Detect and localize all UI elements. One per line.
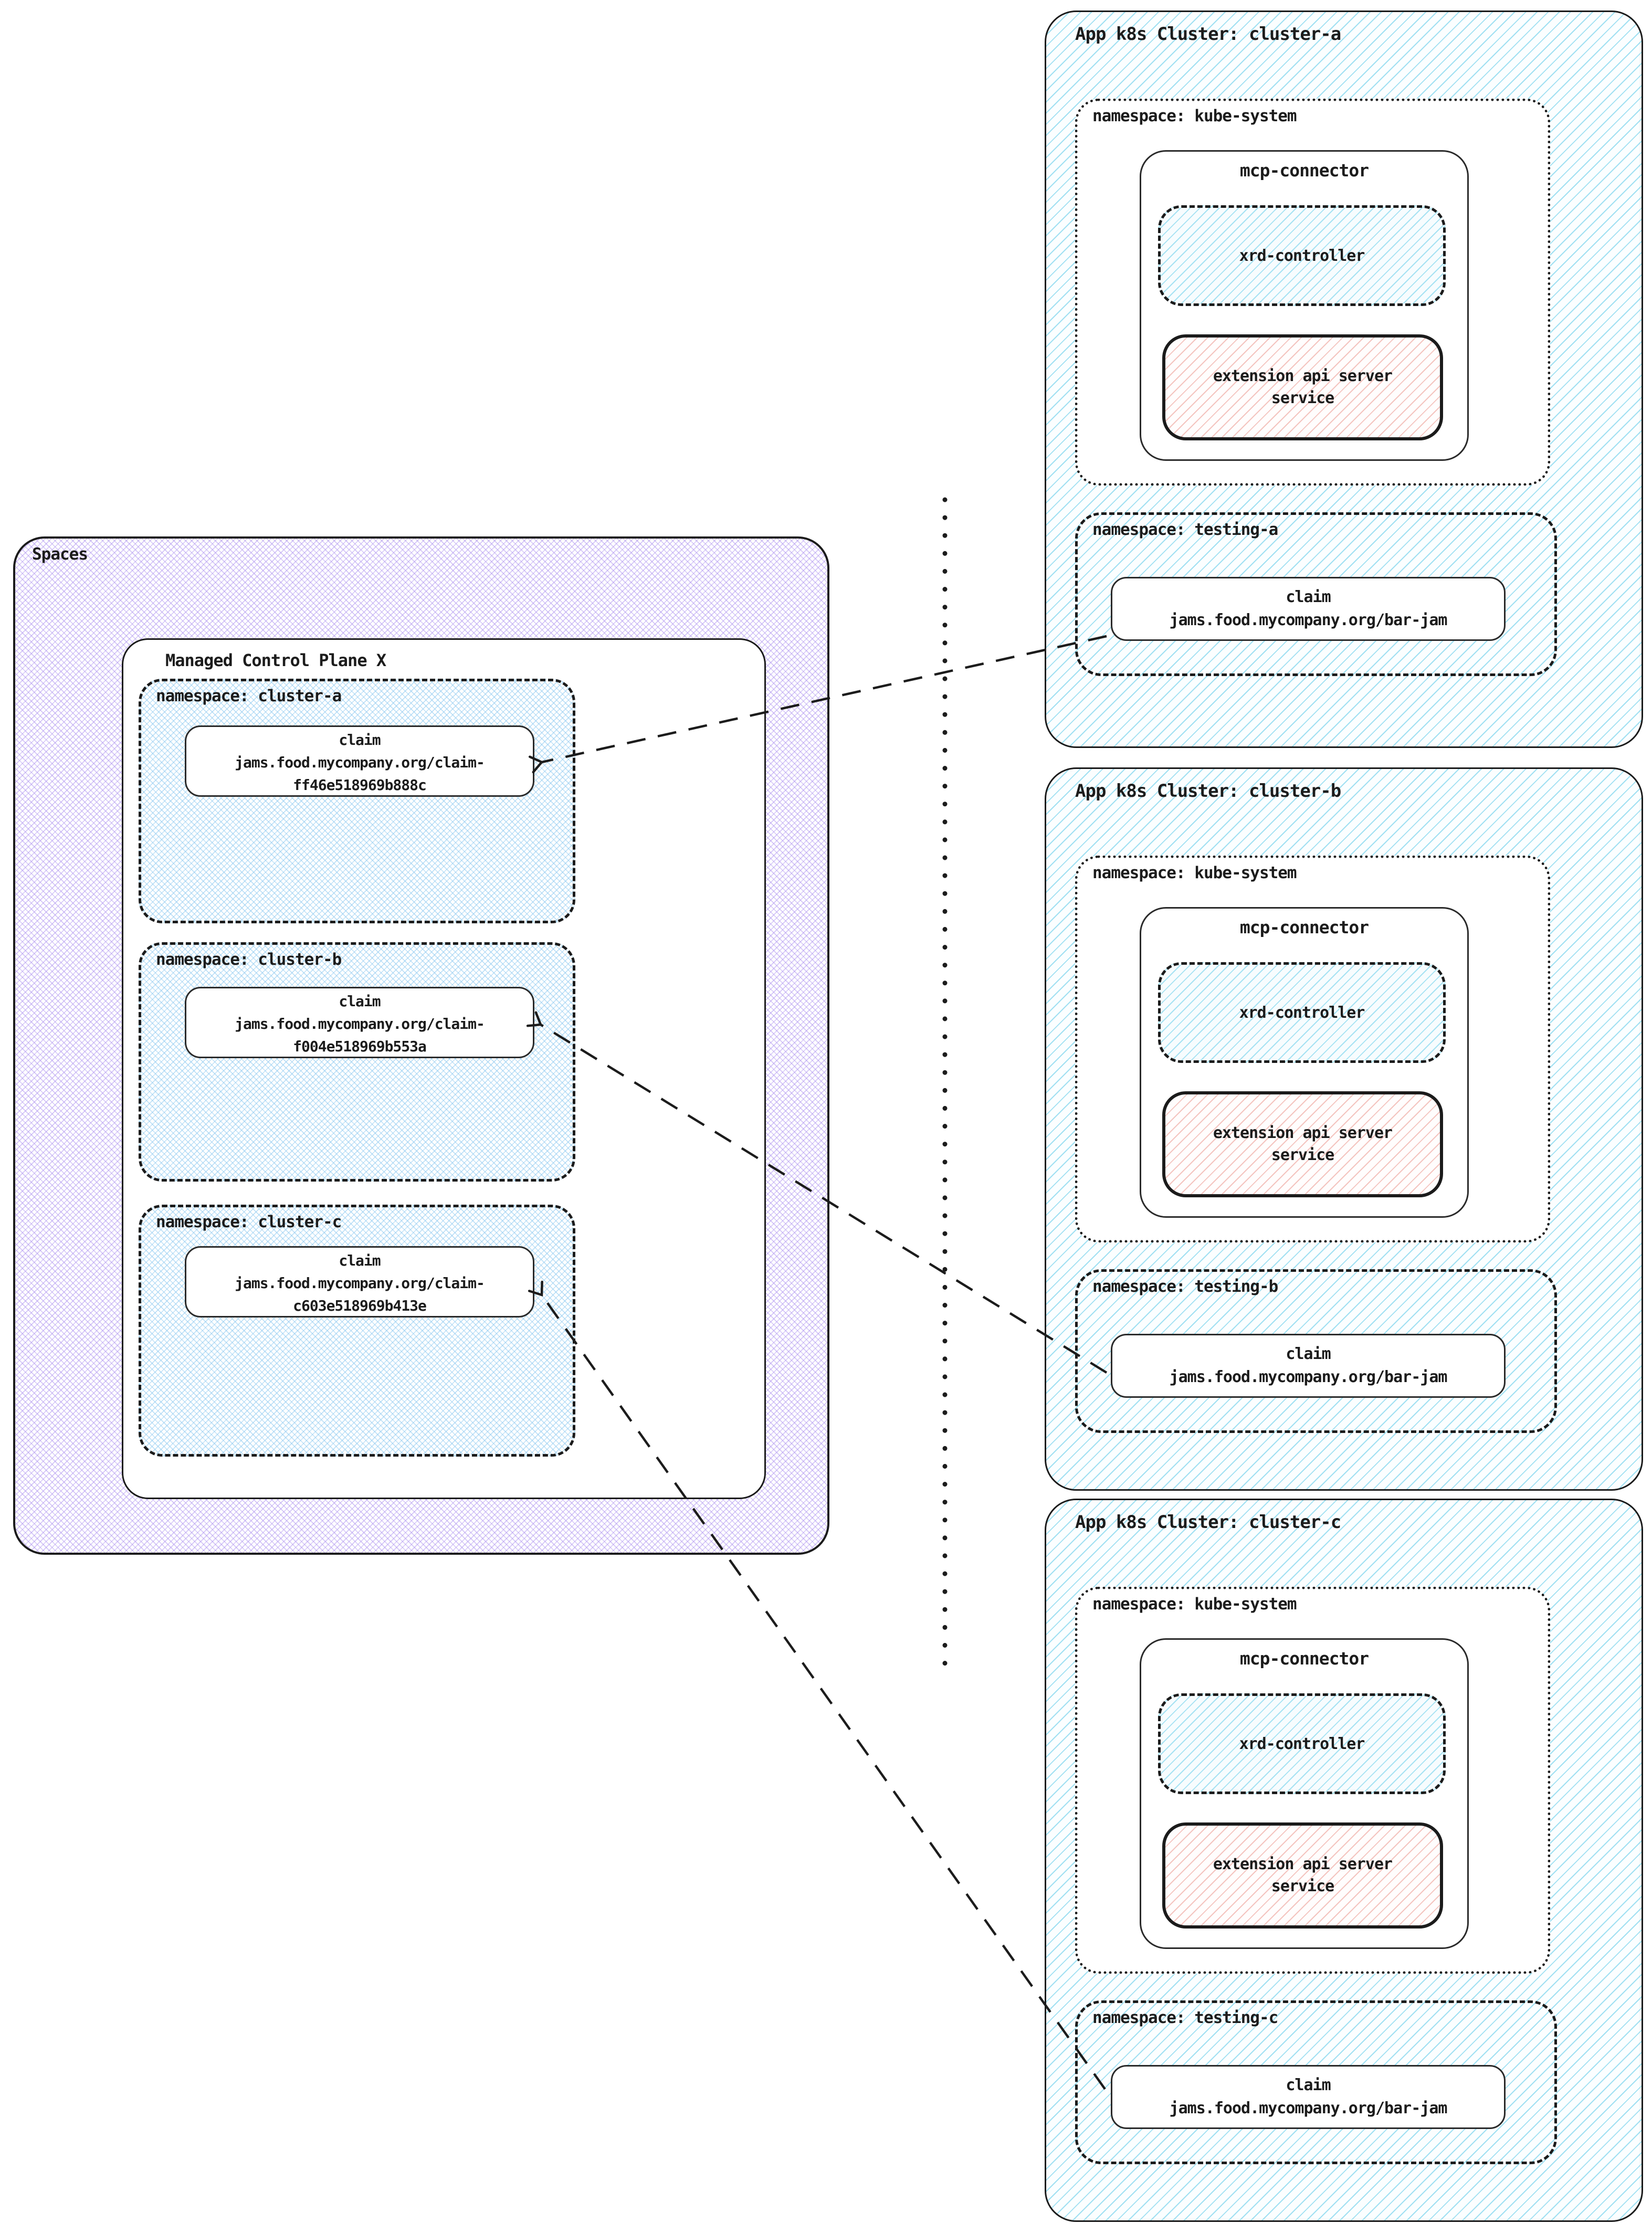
kube-system-namespace-label: namespace: kube-system (1092, 863, 1297, 882)
claim-line1: jams.food.mycompany.org/claim- (235, 1274, 485, 1292)
mcp-connector-box-b: mcp-connector xrd-controller extension a… (1140, 907, 1469, 1218)
mcp-connector-box-a: mcp-connector xrd-controller extension a… (1140, 150, 1469, 461)
claim-box-testing-c: claim jams.food.mycompany.org/bar-jam (1111, 2065, 1506, 2129)
extension-api-server-box-a: extension api server service (1162, 334, 1443, 440)
mcp-connector-label: mcp-connector (1239, 160, 1369, 181)
extension-api-server-box-b: extension api server service (1162, 1091, 1443, 1197)
app-cluster-a-title: App k8s Cluster: cluster-a (1075, 24, 1341, 45)
claim-box-cluster-b: claim jams.food.mycompany.org/claim- f00… (185, 987, 534, 1058)
claim-body: jams.food.mycompany.org/bar-jam (1169, 1368, 1448, 1386)
kube-system-namespace-box-a: namespace: kube-system mcp-connector xrd… (1075, 99, 1550, 486)
claim-title: claim (339, 1252, 381, 1269)
xrd-controller-label: xrd-controller (1239, 1003, 1365, 1022)
namespace-cluster-a-box: namespace: cluster-a claim jams.food.myc… (139, 679, 575, 923)
claim-title: claim (1286, 2076, 1331, 2094)
app-cluster-b-title: App k8s Cluster: cluster-b (1075, 781, 1341, 802)
app-cluster-b-box: App k8s Cluster: cluster-b namespace: ku… (1045, 767, 1643, 1491)
claim-box-cluster-a: claim jams.food.mycompany.org/claim- ff4… (185, 725, 534, 797)
spaces-box: Spaces Managed Control Plane X namespace… (13, 536, 829, 1555)
extension-api-server-line1: extension api server (1213, 1855, 1393, 1873)
namespace-cluster-c-box: namespace: cluster-c claim jams.food.myc… (139, 1205, 575, 1457)
claim-line2: f004e518969b553a (293, 1038, 427, 1055)
extension-api-server-box-c: extension api server service (1162, 1822, 1443, 1929)
claim-line2: ff46e518969b888c (293, 776, 427, 794)
testing-a-namespace-box: namespace: testing-a claim jams.food.myc… (1075, 512, 1557, 676)
spaces-label: Spaces (32, 545, 88, 564)
testing-c-namespace-box: namespace: testing-c claim jams.food.myc… (1075, 2000, 1557, 2164)
claim-title: claim (1286, 588, 1331, 606)
claim-title: claim (1286, 1345, 1331, 1363)
claim-box-cluster-c: claim jams.food.mycompany.org/claim- c60… (185, 1246, 534, 1318)
kube-system-namespace-label: namespace: kube-system (1092, 107, 1297, 125)
claim-line1: jams.food.mycompany.org/claim- (235, 754, 485, 771)
namespace-cluster-c-label: namespace: cluster-c (156, 1213, 342, 1231)
testing-b-namespace-box: namespace: testing-b claim jams.food.myc… (1075, 1269, 1557, 1433)
claim-body: jams.food.mycompany.org/bar-jam (1169, 2099, 1448, 2117)
app-cluster-a-box: App k8s Cluster: cluster-a namespace: ku… (1045, 10, 1643, 748)
claim-line2: c603e518969b413e (293, 1297, 427, 1314)
managed-control-plane-label: Managed Control Plane X (165, 650, 386, 670)
claim-body: jams.food.mycompany.org/bar-jam (1169, 611, 1448, 629)
claim-line1: jams.food.mycompany.org/claim- (235, 1015, 485, 1032)
extension-api-server-line1: extension api server (1213, 1124, 1393, 1142)
testing-b-namespace-label: namespace: testing-b (1092, 1277, 1278, 1296)
namespace-cluster-b-box: namespace: cluster-b claim jams.food.myc… (139, 942, 575, 1182)
namespace-cluster-b-label: namespace: cluster-b (156, 950, 342, 969)
mcp-connector-label: mcp-connector (1239, 1648, 1369, 1669)
mcp-connector-label: mcp-connector (1239, 917, 1369, 937)
extension-api-server-line1: extension api server (1213, 367, 1393, 385)
mcp-connector-box-c: mcp-connector xrd-controller extension a… (1140, 1638, 1469, 1949)
claim-box-testing-a: claim jams.food.mycompany.org/bar-jam (1111, 577, 1506, 641)
kube-system-namespace-box-b: namespace: kube-system mcp-connector xrd… (1075, 856, 1550, 1242)
claim-title: claim (339, 731, 381, 749)
xrd-controller-label: xrd-controller (1239, 1734, 1365, 1753)
extension-api-server-line2: service (1271, 389, 1334, 407)
namespace-cluster-a-label: namespace: cluster-a (156, 687, 342, 705)
xrd-controller-box-a: xrd-controller (1158, 205, 1446, 306)
kube-system-namespace-label: namespace: kube-system (1092, 1595, 1297, 1614)
app-cluster-c-box: App k8s Cluster: cluster-c namespace: ku… (1045, 1499, 1643, 2222)
xrd-controller-box-b: xrd-controller (1158, 962, 1446, 1063)
managed-control-plane-box: Managed Control Plane X namespace: clust… (122, 638, 766, 1499)
claim-box-testing-b: claim jams.food.mycompany.org/bar-jam (1111, 1334, 1506, 1398)
xrd-controller-label: xrd-controller (1239, 246, 1365, 265)
testing-a-namespace-label: namespace: testing-a (1092, 520, 1278, 539)
app-cluster-c-title: App k8s Cluster: cluster-c (1075, 1512, 1341, 1533)
extension-api-server-line2: service (1271, 1877, 1334, 1895)
kube-system-namespace-box-c: namespace: kube-system mcp-connector xrd… (1075, 1587, 1550, 1974)
xrd-controller-box-c: xrd-controller (1158, 1693, 1446, 1794)
extension-api-server-line2: service (1271, 1146, 1334, 1164)
claim-title: claim (339, 993, 381, 1010)
testing-c-namespace-label: namespace: testing-c (1092, 2008, 1278, 2027)
